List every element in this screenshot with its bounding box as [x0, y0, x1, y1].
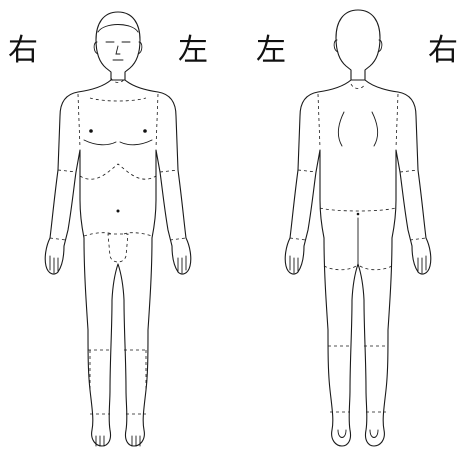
front-body-outline — [45, 80, 191, 446]
front-left-nipple — [143, 129, 147, 133]
front-body-figure — [45, 12, 191, 446]
front-navel — [117, 210, 120, 213]
back-spine-marker — [357, 213, 360, 216]
back-head — [336, 10, 380, 82]
front-right-nipple — [89, 129, 93, 133]
back-body-figure — [285, 10, 431, 446]
